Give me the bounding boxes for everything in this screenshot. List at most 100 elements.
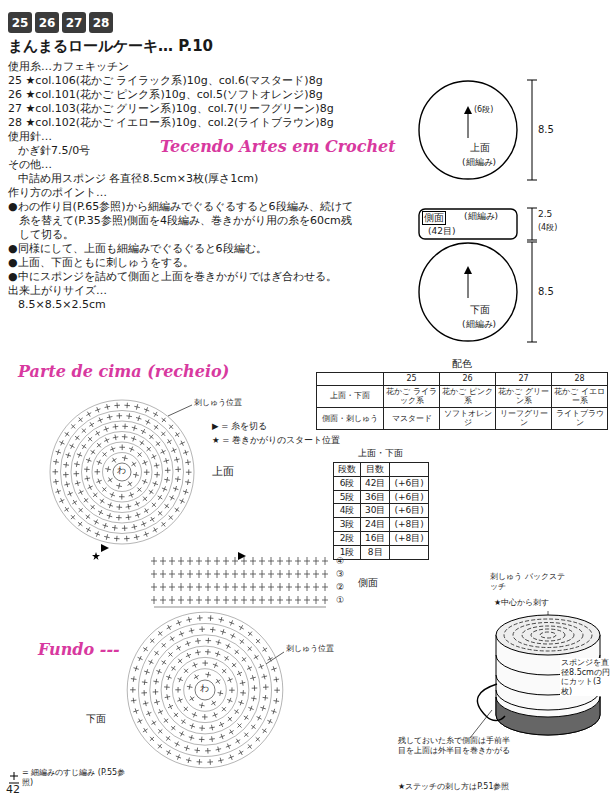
note: ★ステッチの刺し方はP.51参照 [398, 782, 509, 792]
table-cell: 1段 [334, 545, 361, 559]
symbol-key: ▶ = 糸を切る [212, 421, 267, 431]
instructions: 使用糸…カフェキッチン25 ★col.106(花かご ライラック系)10g、co… [8, 60, 358, 312]
table-row: 6段42目(+6目) [334, 476, 429, 490]
section-heading: その他… [8, 158, 358, 172]
node-text: (細編み) [464, 211, 498, 222]
table-cell: 目数 [361, 463, 390, 477]
node-text: 上面 [470, 142, 490, 154]
table-cell: 花かご ピンク系 [440, 385, 496, 407]
side-base-line [154, 607, 326, 608]
page-title: まんまるロールケーキ… P.10 [8, 37, 213, 55]
instruction-text: 28 ★col.102(花かご イエロー系)10g、col.2(ライトブラウン)… [8, 116, 358, 130]
table-cell: 5段 [334, 490, 361, 504]
table-cell: 30目 [361, 504, 390, 518]
single-crochet-marks [53, 403, 192, 542]
chart-marks [9, 544, 246, 783]
symbol-key: ★ = 巻きかがりのスタート位置 [212, 435, 340, 445]
round-guide [127, 612, 283, 768]
table-row: 5段36目(+6目) [334, 490, 429, 504]
table-cell: 28 [552, 373, 608, 386]
chart-label: 側面 [358, 577, 378, 589]
chart-label: 下面 [86, 713, 106, 725]
table-cell: ライトブラウン [552, 407, 608, 429]
table-cell: マスタード [384, 407, 440, 429]
chart-label: 上面 [212, 465, 234, 478]
number-badge: 28 [89, 12, 113, 33]
center-ring: わ [117, 465, 126, 476]
side-band: 側面(細編み)(42目) [418, 208, 518, 240]
node-text: 下面 [470, 304, 490, 316]
table-cell: 4段 [334, 504, 361, 518]
instruction-text: 26 ★col.101(花かご ピンク系)10g、col.5(ソフトオレンジ)8… [8, 88, 358, 102]
single-crochet-marks [130, 615, 280, 765]
watermark: Fundo --- [38, 640, 120, 659]
badge-number: 26 [39, 16, 56, 30]
row-count: (6段) [474, 105, 493, 115]
node-text: (細編み) [462, 157, 496, 168]
number-badge: 25 [8, 12, 32, 33]
table-cell: 27 [496, 373, 552, 386]
note: 残しておいた糸で側面は手前半目を上面は外半目を巻きかがる [398, 736, 510, 755]
page-number: 42 [6, 783, 20, 796]
instruction-text: 27 ★col.103(花かご グリーン系)10g、col.7(リーフグリーン)… [8, 102, 358, 116]
table-cell: 36目 [361, 490, 390, 504]
part-circle: 下面 (細編み) [418, 242, 518, 342]
callout-label: 刺しゅう位置 [286, 644, 334, 654]
node-text: (細編み) [462, 319, 496, 330]
badge-number: 28 [93, 16, 110, 30]
table-cell: 25 [384, 373, 440, 386]
table-cell: 上面・下面 [317, 385, 384, 407]
table-cell: 2段 [334, 531, 361, 545]
row-number: ② [336, 582, 344, 593]
row-number: ③ [336, 569, 344, 580]
section-heading: 出来上がりサイズ… [8, 284, 358, 298]
table-row: 上面・下面花かご ライラック系花かご ピンク系花かご グリーン系花かご イエロー… [317, 385, 608, 407]
instruction-text: 25 ★col.106(花かご ライラック系)10g、col.6(マスタード)8… [8, 74, 358, 88]
row-number: ④ [336, 556, 344, 567]
instruction-text: ●上面、下面ともに刺しゅうをする。 [8, 256, 358, 270]
table-row: 3段24目(+8目) [334, 518, 429, 532]
table-cell: (+8目) [390, 518, 428, 532]
table-cell: (+6目) [390, 504, 428, 518]
table-cell [317, 373, 384, 386]
stitch-charts [50, 400, 328, 768]
callout-label: 刺しゅう バックステッチ [490, 572, 566, 591]
symbol-key: = 細編みのすじ編み (P.55参照) [22, 768, 132, 787]
table-cell: リーフグリーン [496, 407, 552, 429]
table-cell: 段数 [334, 463, 361, 477]
row-number: ① [336, 595, 344, 606]
badge-number: 25 [12, 16, 29, 30]
round-guide [50, 400, 194, 544]
number-badge: 27 [62, 12, 86, 33]
outline [419, 243, 517, 341]
table-row: 1段8目 [334, 545, 429, 559]
instruction-text: ●中にスポンジを詰めて側面と上面を巻きかがりではぎ合わせる。 [8, 270, 358, 284]
table-row: 25262728 [317, 373, 608, 386]
data-table: 25262728上面・下面花かご ライラック系花かご ピンク系花かご グリーン系… [316, 372, 608, 430]
watermark: Tecendo Artes em Crochet [160, 137, 396, 156]
table-cell: 3段 [334, 518, 361, 532]
section-heading: 作り方のポイント… [8, 186, 358, 200]
table-row: 側面・刺しゅうマスタードソフトオレンジリーフグリーンライトブラウン [317, 407, 608, 429]
instruction-text: ●同様にして、上面も細編みでぐるぐると6段編む。 [8, 242, 358, 256]
table-cell: 6段 [334, 476, 361, 490]
outline [419, 81, 517, 179]
table-cell: ソフトオレンジ [440, 407, 496, 429]
callout-label: ★中心から刺す [494, 598, 549, 608]
table-cell: (+8目) [390, 531, 428, 545]
table-cell: 花かご ライラック系 [384, 385, 440, 407]
table-title: 上面・下面 [358, 448, 403, 459]
instruction-text: ●わの作り目(P.65参照)から細編みでぐるぐるすると6段編み、続けて糸を替えて… [8, 200, 358, 242]
table-cell: (+6目) [390, 490, 428, 504]
table-cell: 16目 [361, 531, 390, 545]
section-heading: 使用糸…カフェキッチン [8, 60, 358, 74]
side-stitch-marks [151, 557, 328, 604]
table-cell: 花かご グリーン系 [496, 385, 552, 407]
dimension: 8.5 [538, 286, 554, 298]
callout-label: スポンジを直径8.5cmの円にカット(3枚) [560, 658, 612, 696]
node-text: 側面 [422, 211, 446, 225]
table-cell: 側面・刺しゅう [317, 407, 384, 429]
dimension: 2.5 [538, 209, 552, 220]
table-row: 4段30目(+6目) [334, 504, 429, 518]
instruction-text: 中詰め用スポンジ 各直径8.5cm×3枚(厚さ1cm) [8, 172, 358, 186]
